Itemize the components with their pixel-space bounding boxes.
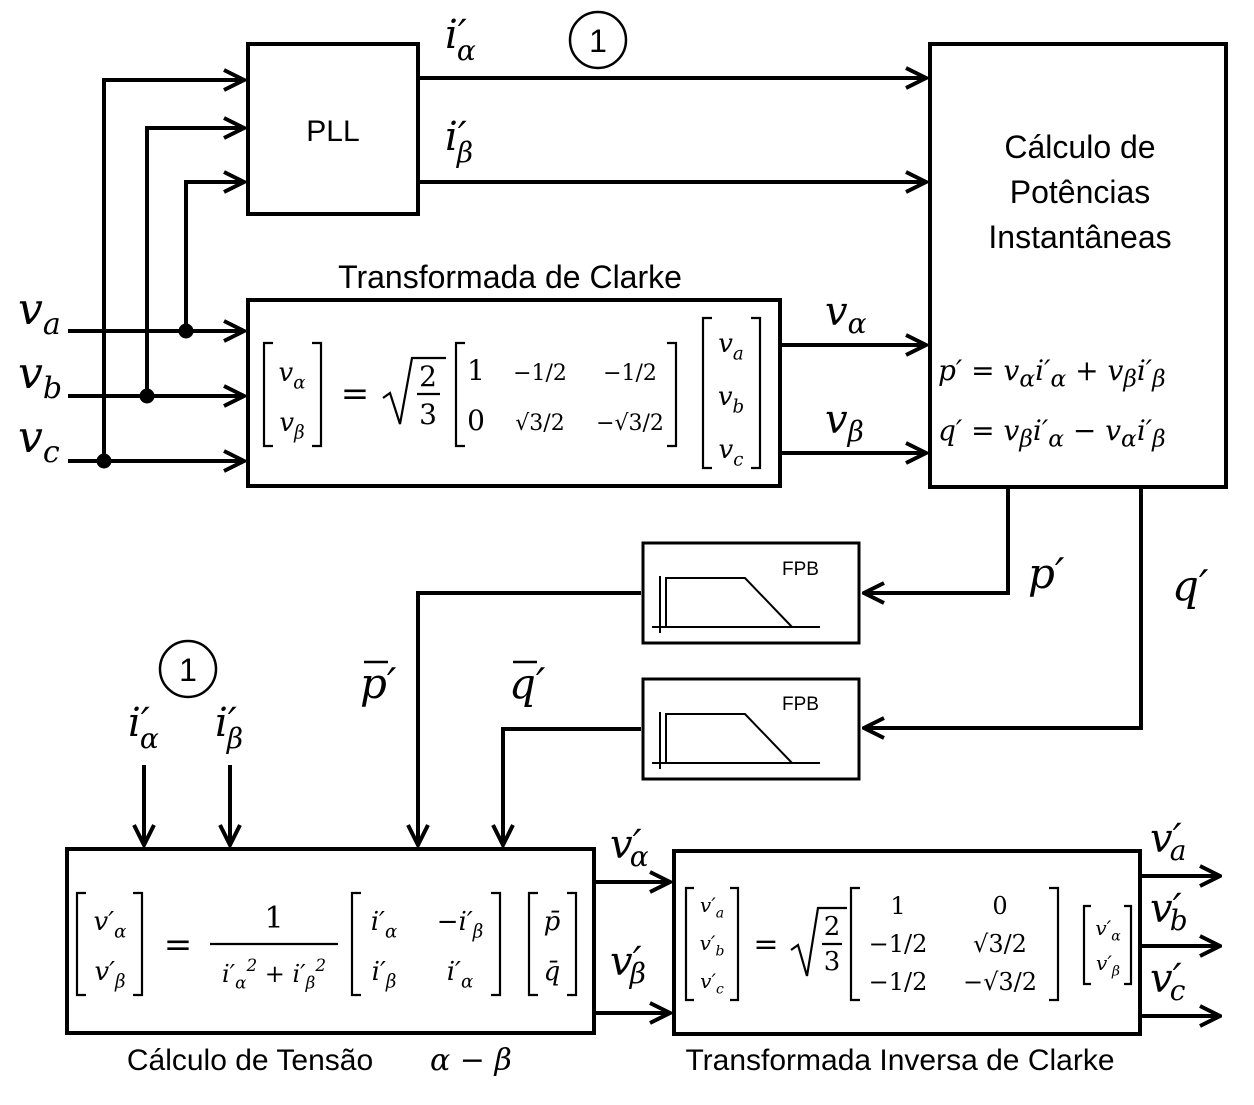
clarke-rhs-3: vc xyxy=(719,435,744,470)
pll-label: PLL xyxy=(306,115,359,148)
junction-dot-vc xyxy=(96,453,112,469)
clarke-lhs-2: vβ xyxy=(279,408,304,443)
power-equations: p′ = vαi′α + vβi′β q′ = vβi′α − vαi′β xyxy=(938,345,1222,457)
label-v-b: vb xyxy=(18,348,62,406)
label-v-c: vc xyxy=(18,412,60,470)
inverse-m-32: −√3/2 xyxy=(963,968,1037,996)
label-v-a-prime: v′a xyxy=(1150,816,1186,867)
inverse-equals: = xyxy=(753,927,778,962)
wire-p-prime xyxy=(864,489,1010,593)
marker-label-bottom: 1 xyxy=(179,652,197,688)
label-i-beta-prime: i′β xyxy=(445,114,473,169)
voltage-m-21: i′β xyxy=(372,957,397,992)
filter-label-p: FPB xyxy=(782,559,819,580)
inverse-m-11: 1 xyxy=(890,892,905,920)
inverse-clarke-title: Transformada Inversa de Clarke xyxy=(685,1044,1114,1077)
clarke-coef-den: 3 xyxy=(419,398,437,431)
q-prime-equation: q′ = vβi′α − vαi′β xyxy=(938,413,1166,453)
voltage-num: 1 xyxy=(264,901,283,936)
marker-circle-bottom xyxy=(158,639,218,699)
clarke-m-21: 0 xyxy=(467,404,485,437)
label-v-beta-prime: v′β xyxy=(610,939,646,990)
clarke-m-22: √3/2 xyxy=(515,411,564,436)
inverse-m-22: √3/2 xyxy=(973,930,1027,958)
wire-q-prime xyxy=(864,489,1143,728)
label-v-c-prime: v′c xyxy=(1150,956,1186,1007)
inverse-m-12: 0 xyxy=(992,892,1007,920)
label-v-a: va xyxy=(18,284,61,342)
label-i-alpha-prime-in: i′α xyxy=(128,700,159,755)
filter-response-icon-q xyxy=(652,712,820,769)
junction-dot-vb xyxy=(139,388,155,404)
inverse-m-31: −1/2 xyxy=(869,968,928,996)
clarke-rhs-2: vb xyxy=(718,382,744,417)
voltage-brackets xyxy=(75,891,578,997)
filter-response-icon-p xyxy=(652,576,820,633)
voltage-m-11: i′α xyxy=(371,907,398,942)
clarke-title: Transformada de Clarke xyxy=(338,259,682,295)
voltage-lhs-1: v′α xyxy=(94,907,127,942)
voltage-m-22: i′α xyxy=(447,957,474,992)
label-i-beta-prime-in: i′β xyxy=(215,700,243,755)
voltage-calc-symbol: α − β xyxy=(430,1043,512,1078)
label-v-alpha-prime: v′α xyxy=(610,822,649,873)
lowpass-filter-p xyxy=(641,541,861,645)
voltage-calc-title: Cálculo de Tensão xyxy=(127,1044,373,1077)
inverse-m-21: −1/2 xyxy=(869,930,928,958)
inverse-rhs-2: v′β xyxy=(1096,951,1120,980)
voltage-rhs-2: q̄ xyxy=(544,957,561,987)
label-v-b-prime: v′b xyxy=(1150,886,1188,937)
inverse-clarke-block xyxy=(672,849,1142,1036)
inverse-coef-num: 2 xyxy=(824,912,841,942)
power-calc-line-3: Instantâneas xyxy=(988,219,1171,255)
label-v-beta: vβ xyxy=(825,397,864,448)
clarke-m-23: −√3/2 xyxy=(596,411,664,436)
inverse-lhs-2: v′b xyxy=(700,931,725,960)
voltage-equals: = xyxy=(164,925,193,965)
wire-vb-to-pll xyxy=(145,128,244,396)
inverse-brackets xyxy=(684,886,1133,1002)
clarke-lhs-1: vα xyxy=(279,358,306,393)
wire-q-bar xyxy=(503,727,641,845)
clarke-brackets xyxy=(262,316,762,470)
clarke-m-13: −1/2 xyxy=(603,361,657,386)
inverse-coef-den: 3 xyxy=(824,947,841,977)
pll-block xyxy=(246,42,420,216)
label-q-bar-prime: q′ xyxy=(509,659,546,708)
voltage-lhs-2: v′β xyxy=(94,957,125,992)
label-p-bar-prime: p′ xyxy=(360,659,397,708)
clarke-equals: = xyxy=(341,374,370,414)
wire-vc-to-pll xyxy=(102,80,244,461)
voltage-m-12: −i′β xyxy=(437,907,484,942)
power-calc-line-1: Cálculo de xyxy=(1004,129,1155,165)
inverse-lhs-3: v′c xyxy=(700,969,724,998)
power-calc-block xyxy=(928,42,1228,489)
inverse-rhs-1: v′α xyxy=(1095,916,1121,945)
junction-dot-va xyxy=(178,323,194,339)
label-i-alpha-prime: i′α xyxy=(445,12,476,67)
wire-va-to-pll xyxy=(184,182,244,331)
label-p-prime: p′ xyxy=(1028,549,1065,598)
marker-label-top: 1 xyxy=(589,23,607,59)
clarke-m-11: 1 xyxy=(467,354,485,387)
voltage-rhs-1: p̄ xyxy=(544,907,561,937)
filter-label-q: FPB xyxy=(782,694,819,715)
clarke-coef-num: 2 xyxy=(419,360,437,393)
clarke-block xyxy=(246,298,782,488)
wire-p-bar xyxy=(418,591,641,845)
clarke-rhs-1: va xyxy=(718,329,744,364)
clarke-m-12: −1/2 xyxy=(513,361,567,386)
p-prime-equation: p′ = vαi′α + vβi′β xyxy=(938,354,1166,393)
inverse-lhs-1: v′a xyxy=(700,893,724,922)
marker-circle-top xyxy=(568,10,628,70)
power-calc-line-2: Potências xyxy=(1010,174,1151,210)
label-q-prime: q′ xyxy=(1172,561,1209,610)
voltage-calc-block xyxy=(65,847,596,1035)
label-v-alpha: vα xyxy=(825,289,867,340)
voltage-den: i′α2 + i′β2 xyxy=(222,955,326,993)
